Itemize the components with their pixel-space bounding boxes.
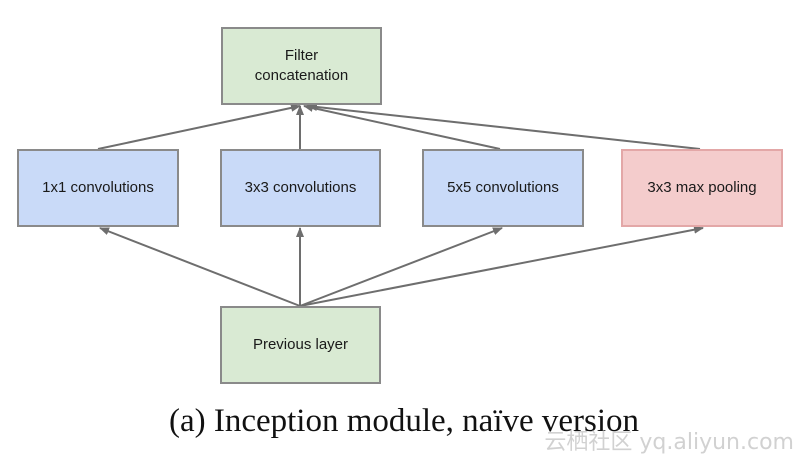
conv-3x3-node: 3x3 convolutions [220,149,381,227]
conv-1x1-node: 1x1 convolutions [17,149,179,227]
edge-previous_layer-to-conv5x5 [299,227,503,307]
previous-layer-node: Previous layer [220,306,381,384]
edge-maxpool-to-filter_concat [307,103,701,150]
edge-layer [97,103,704,307]
figure-caption: (a) Inception module, naïve version [168,403,640,439]
watermark: 云栖社区 yq.aliyun.com [544,430,794,455]
conv-5x5-node: 5x5 convolutions [422,149,584,227]
max-pooling-node: 3x3 max pooling [621,149,783,227]
edge-conv1x1-to-filter_concat [97,103,301,150]
edge-conv5x5-to-filter_concat [303,104,501,150]
edge-previous_layer-to-conv1x1 [99,227,301,307]
filter-concatenation-node: Filter concatenation [221,27,382,105]
edge-previous_layer-to-maxpool [299,225,704,307]
